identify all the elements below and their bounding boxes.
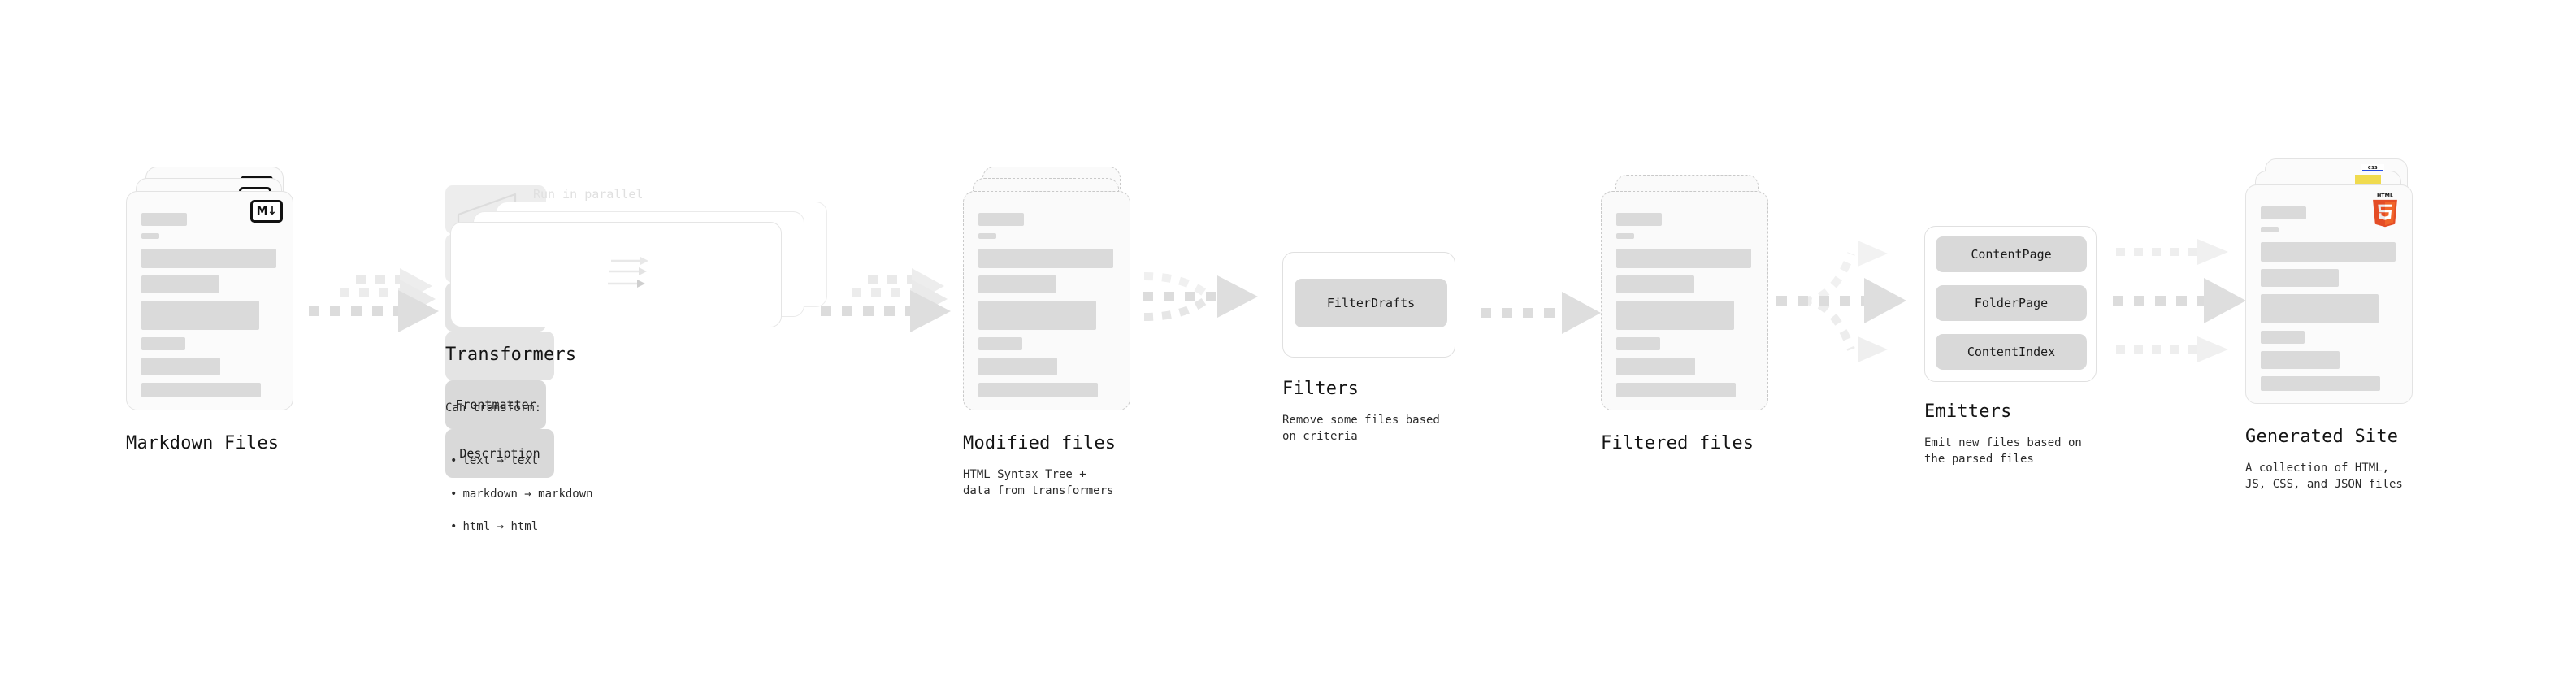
modified-card-front	[963, 191, 1130, 410]
stage-emitters: ContentPage FolderPage ContentIndex Emit…	[1924, 226, 2097, 468]
connector-filters-to-filtered	[1481, 286, 1602, 343]
emitter-node-folderpage[interactable]: FolderPage	[1936, 285, 2087, 321]
placeholder-content-lines	[2261, 206, 2397, 398]
transformers-bullet-list: text → text markdown → markdown html → h…	[450, 436, 593, 552]
stage-title-emitters: Emitters	[1924, 401, 2012, 422]
generated-card-front-html: HTML	[2245, 184, 2413, 404]
filters-panel: FilterDrafts	[1282, 252, 1455, 358]
stage-subtitle-generated-site: A collection of HTML, JS, CSS, and JSON …	[2245, 462, 2403, 492]
transformer-panel-front	[450, 222, 782, 327]
markdown-card-front: M↓	[126, 191, 293, 410]
transformers-bullet-item: html → html	[450, 518, 593, 535]
inner-arrow-icon	[608, 257, 648, 288]
connector-emitters-to-site	[2113, 234, 2251, 372]
triple-parallel-dashed-arrow-icon	[2113, 239, 2246, 362]
stage-title-transformers: Transformers	[445, 345, 577, 365]
splitting-dashed-arrow-icon	[1776, 241, 1906, 362]
connector-filtered-to-emitters	[1770, 234, 1908, 368]
transformers-bullet-item: text → text	[450, 453, 593, 469]
transformer-node-description-middle: Description	[445, 332, 554, 380]
stage-modified-files: Modified files HTML Syntax Tree + data f…	[963, 167, 1134, 500]
connector-markdown-to-transformers	[309, 268, 439, 341]
modified-file-stack	[963, 167, 1134, 410]
transformers-bullet-item: markdown → markdown	[450, 486, 592, 502]
triple-dashed-arrow-icon	[821, 268, 951, 332]
connector-modified-to-filters	[1130, 260, 1260, 358]
stage-subtitle-transformers: Can transform: text → text markdown → ma…	[445, 384, 593, 568]
stage-filtered-files: Filtered files	[1601, 167, 1772, 453]
transformer-node-frontmatter[interactable]: Frontmatter	[445, 380, 546, 429]
triple-dashed-arrow-icon	[309, 268, 439, 332]
merging-dashed-arrow-icon	[1143, 272, 1258, 321]
stage-subtitle-emitters: Emit new files based on the parsed files	[1924, 436, 2082, 466]
stage-transformers: Run in parallel Frontmatter Description …	[445, 185, 827, 533]
placeholder-content-lines	[978, 213, 1115, 405]
emitter-node-contentindex[interactable]: ContentIndex	[1936, 334, 2087, 370]
html5-badge-icon: HTML	[2373, 192, 2397, 228]
stage-title-modified-files: Modified files	[963, 433, 1117, 453]
markdown-badge-icon: M↓	[250, 200, 283, 223]
transformers-subtitle-heading: Can transform:	[445, 401, 542, 415]
filtered-card-front	[1601, 191, 1768, 410]
svg-text:HTML: HTML	[2377, 192, 2393, 198]
stage-filters: FilterDrafts Filters Remove some files b…	[1282, 252, 1455, 445]
stage-generated-site: CSS HTML	[2245, 158, 2416, 493]
dashed-arrow-icon	[1481, 292, 1601, 334]
emitter-node-contentpage[interactable]: ContentPage	[1936, 236, 2087, 272]
css-badge-label: CSS	[2367, 166, 2379, 171]
stage-markdown-files: M↓ M↓ M↓ Markdown Files	[126, 167, 297, 453]
stage-title-markdown-files: Markdown Files	[126, 433, 280, 453]
stage-subtitle-filters: Remove some files based on criteria	[1282, 414, 1440, 444]
stage-subtitle-modified-files: HTML Syntax Tree + data from transformer…	[963, 468, 1114, 498]
run-in-parallel-annotation: Run in parallel	[533, 187, 644, 202]
generated-site-stack: CSS HTML	[2245, 158, 2416, 404]
filtered-file-stack	[1601, 167, 1772, 410]
stage-title-filtered-files: Filtered files	[1601, 433, 1754, 453]
stage-title-filters: Filters	[1282, 379, 1360, 399]
stage-title-generated-site: Generated Site	[2245, 427, 2399, 447]
markdown-file-stack: M↓ M↓ M↓	[126, 167, 297, 410]
placeholder-content-lines	[141, 213, 278, 405]
placeholder-content-lines	[1616, 213, 1753, 405]
filter-node-filterdrafts[interactable]: FilterDrafts	[1295, 279, 1447, 327]
connector-transformers-to-modified	[821, 268, 951, 341]
emitters-panel: ContentPage FolderPage ContentIndex	[1924, 226, 2097, 382]
